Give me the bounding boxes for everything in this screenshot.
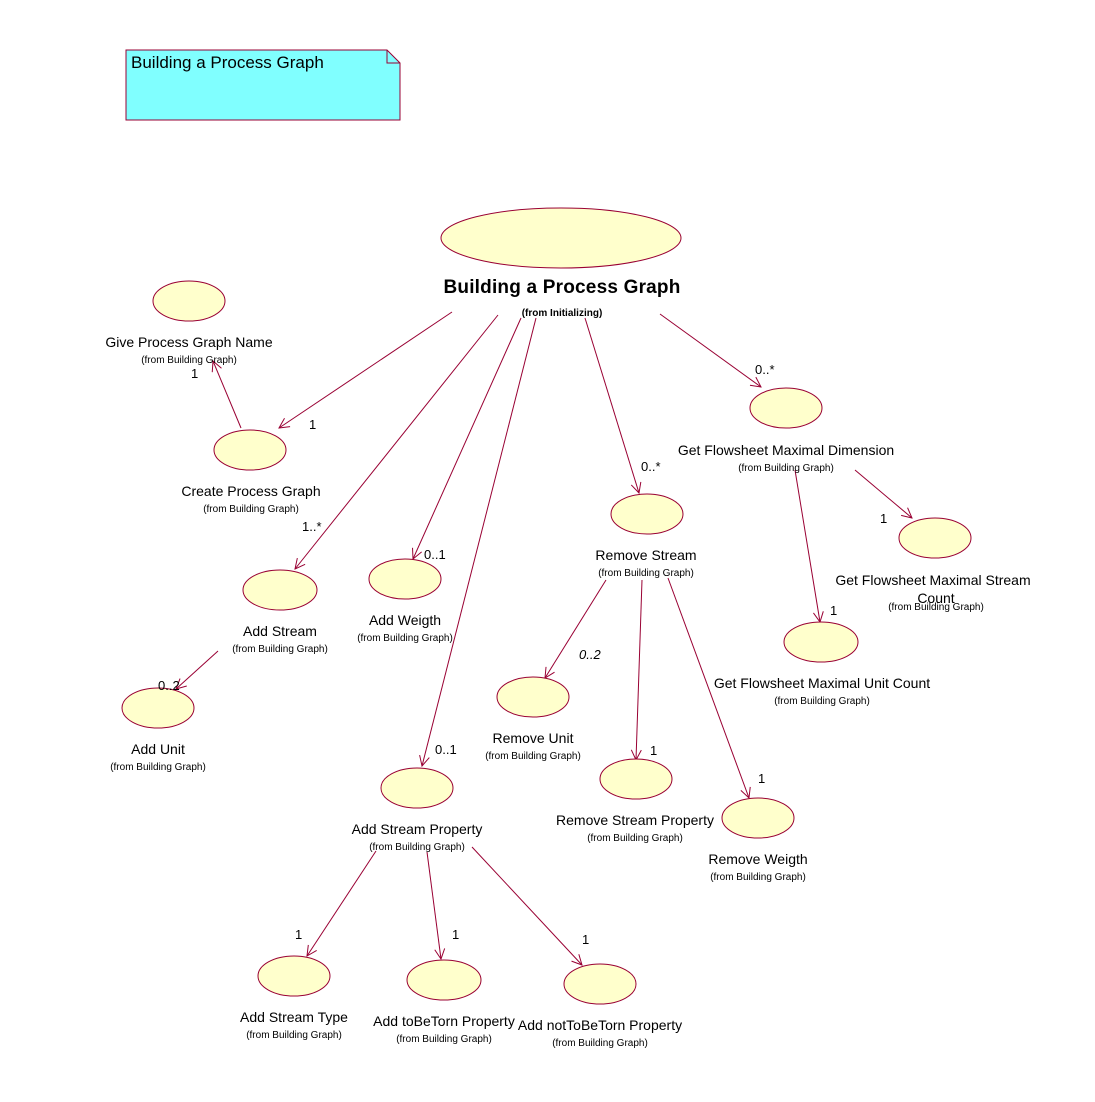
use-case-from-create-graph: (from Building Graph) xyxy=(203,504,299,515)
assoc-main-to-remove-stream xyxy=(584,317,639,493)
multiplicity-get-max-stream-count: 1 xyxy=(880,511,888,526)
assoc-main-to-add-stream-property xyxy=(422,317,537,766)
multiplicity-add-weigth: 0..1 xyxy=(424,547,446,562)
use-case-from-remove-unit: (from Building Graph) xyxy=(485,751,581,762)
use-case-ellipse-give-name[interactable] xyxy=(152,280,226,322)
use-case-from-add-weigth: (from Building Graph) xyxy=(357,633,453,644)
assoc-property-to-stream-type xyxy=(307,850,377,956)
use-case-ellipse-get-max-dimension[interactable] xyxy=(749,387,823,429)
use-case-name-add-nottobetorn: Add notToBeTorn Property xyxy=(517,1017,683,1033)
assoc-property-to-nottobetorn xyxy=(471,846,582,965)
use-case-name-get-max-unit-count: Get Flowsheet Maximal Unit Count xyxy=(713,675,931,691)
use-case-name-add-stream: Add Stream xyxy=(243,623,317,639)
use-case-ellipse-get-max-stream-count[interactable] xyxy=(898,517,972,559)
multiplicity-remove-unit: 0..2 xyxy=(579,647,601,662)
use-case-name-remove-stream-property: Remove Stream Property xyxy=(556,812,714,828)
assoc-main-to-get-max-dimension xyxy=(659,313,761,387)
note xyxy=(125,49,401,121)
use-case-ellipse-remove-stream[interactable] xyxy=(610,493,684,535)
multiplicity-remove-stream-property: 1 xyxy=(650,743,658,758)
use-case-ellipse-main[interactable] xyxy=(440,207,682,269)
multiplicity-remove-weigth: 1 xyxy=(758,771,766,786)
multiplicity-add-tobetorn: 1 xyxy=(452,927,460,942)
use-case-from-get-max-unit-count: (from Building Graph) xyxy=(774,696,870,707)
use-case-from-main: (from Initializing) xyxy=(521,308,603,319)
use-case-ellipse-add-tobetorn[interactable] xyxy=(406,959,482,1001)
multiplicity-get-max-dimension: 0..* xyxy=(755,362,775,377)
use-case-name-add-unit: Add Unit xyxy=(131,741,185,757)
use-case-from-remove-stream: (from Building Graph) xyxy=(598,568,694,579)
multiplicity-add-nottobetorn: 1 xyxy=(582,932,590,947)
use-case-name-add-weigth: Add Weigth xyxy=(368,612,442,628)
use-case-from-add-stream-property: (from Building Graph) xyxy=(369,842,465,853)
multiplicity-add-unit: 0..2 xyxy=(158,678,180,693)
use-case-ellipse-get-max-unit-count[interactable] xyxy=(783,621,859,663)
multiplicity-remove-stream: 0..* xyxy=(641,459,661,474)
use-case-name-remove-stream: Remove Stream xyxy=(595,547,697,563)
assoc-remove-stream-to-remove-weigth xyxy=(667,577,749,798)
use-case-name-add-tobetorn: Add toBeTorn Property xyxy=(373,1013,515,1029)
use-case-from-add-stream: (from Building Graph) xyxy=(232,644,328,655)
use-case-from-add-stream-type: (from Building Graph) xyxy=(246,1030,342,1041)
use-case-name-get-max-stream-count-line2: Count xyxy=(917,590,955,606)
use-case-from-give-name: (from Building Graph) xyxy=(141,355,237,366)
use-case-name-get-max-dimension: Get Flowsheet Maximal Dimension xyxy=(677,442,895,458)
use-case-from-get-max-stream-count: (from Building Graph) xyxy=(888,602,984,613)
use-case-ellipse-add-stream-type[interactable] xyxy=(257,955,331,997)
use-case-from-add-unit: (from Building Graph) xyxy=(110,762,206,773)
use-case-ellipse-add-stream[interactable] xyxy=(242,569,318,611)
use-case-ellipse-add-unit[interactable] xyxy=(121,687,195,729)
use-case-ellipse-remove-unit[interactable] xyxy=(496,676,570,718)
use-case-from-remove-stream-property: (from Building Graph) xyxy=(587,833,683,844)
use-case-from-remove-weigth: (from Building Graph) xyxy=(710,872,806,883)
multiplicity-create-graph: 1 xyxy=(309,417,317,432)
assoc-main-to-create-graph xyxy=(279,311,453,428)
assoc-main-to-add-stream xyxy=(295,314,499,569)
note-title: Building a Process Graph xyxy=(131,53,324,72)
multiplicity-add-stream: 1..* xyxy=(302,519,322,534)
use-case-ellipse-add-stream-property[interactable] xyxy=(380,767,454,809)
use-case-ellipse-add-weigth[interactable] xyxy=(368,558,442,600)
use-case-ellipse-create-graph[interactable] xyxy=(213,429,287,471)
use-case-ellipse-add-nottobetorn[interactable] xyxy=(563,963,637,1005)
multiplicity-add-stream-property: 0..1 xyxy=(435,742,457,757)
assoc-dimension-to-unit-count xyxy=(794,469,820,622)
assoc-property-to-tobetorn xyxy=(426,851,441,959)
use-case-name-add-stream-type: Add Stream Type xyxy=(240,1009,348,1025)
use-case-name-remove-weigth: Remove Weigth xyxy=(708,851,808,867)
use-case-name-remove-unit: Remove Unit xyxy=(492,730,574,746)
use-case-name-main: Building a Process Graph xyxy=(443,277,681,298)
multiplicity-get-max-unit-count: 1 xyxy=(830,603,838,618)
use-case-name-create-graph: Create Process Graph xyxy=(181,483,321,499)
assoc-add-stream-to-add-unit xyxy=(176,650,219,689)
use-case-from-get-max-dimension: (from Building Graph) xyxy=(738,463,834,474)
use-case-ellipse-remove-stream-property[interactable] xyxy=(599,758,673,800)
use-case-from-add-nottobetorn: (from Building Graph) xyxy=(552,1038,648,1049)
use-case-from-add-tobetorn: (from Building Graph) xyxy=(396,1034,492,1045)
multiplicity-add-stream-type: 1 xyxy=(295,927,303,942)
use-case-name-get-max-stream-count: Get Flowsheet Maximal Stream xyxy=(835,572,1031,588)
multiplicity-give-name: 1 xyxy=(191,366,199,381)
use-case-ellipse-remove-weigth[interactable] xyxy=(721,797,795,839)
assoc-dimension-to-stream-count xyxy=(854,469,912,518)
assoc-main-to-add-weigth xyxy=(413,317,522,559)
use-case-name-add-stream-property: Add Stream Property xyxy=(351,821,483,837)
assoc-remove-stream-to-remove-unit xyxy=(545,579,607,678)
assoc-create-to-give-name xyxy=(213,361,242,429)
assoc-remove-stream-to-remove-property xyxy=(636,579,643,760)
use-case-name-give-name: Give Process Graph Name xyxy=(105,334,273,350)
